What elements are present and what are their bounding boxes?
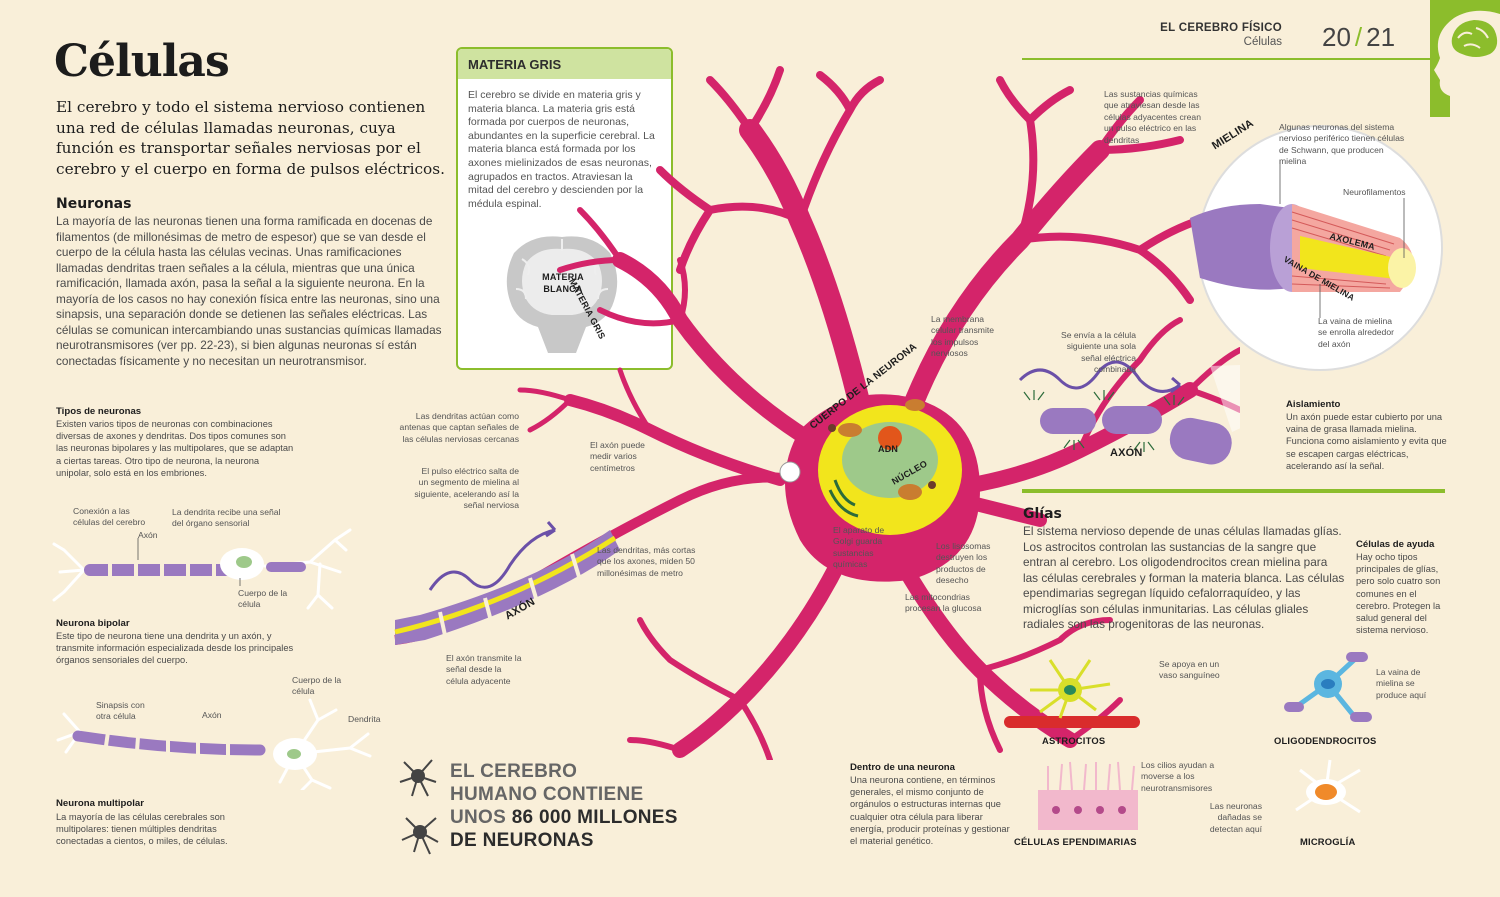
quimicas-label: Las sustancias químicas que atraviesan d… [1104,89,1201,145]
dentro-text: Una neurona contiene, en términos genera… [850,775,1010,847]
multipolar-sinapsis-label: Sinapsis con otra célula [96,700,145,722]
mitocondrias-label: Las mitocondrias procesan la glucosa [905,592,982,614]
bipolar-text: Este tipo de neurona tiene una dendrita … [56,631,294,666]
page-numbers: 20/21 [1322,22,1395,53]
multipolar-dendrita-label: Dendrita [348,714,381,724]
multipolar-neuron-diagram [56,698,372,790]
astrocitos-label: Se apoya en un vaso sanguíneo [1159,659,1220,681]
bipolar-neuron-diagram [52,528,352,610]
axon-right-label: AXÓN [1110,447,1143,459]
astrocitos-name: ASTROCITOS [1042,735,1106,746]
multipolar-axon-label: Axón [202,710,222,720]
intro-paragraph: El cerebro y todo el sistema nervioso co… [56,98,445,178]
fact-number: 86 000 MILLONES [511,807,678,828]
bipolar-conexion-label: Conexión a las células del cerebro [73,506,146,528]
oligo-name: OLIGODENDROCITOS [1274,735,1377,746]
bipolar-axon-label: Axón [138,530,158,540]
page-right: 21 [1366,22,1396,52]
dendritas-antenas-label: Las dendritas actúan como antenas que ca… [399,411,519,444]
materia-gris-box: MATERIA GRIS El cerebro se divide en mat… [456,47,673,370]
bipolar-dendrita-label: La dendrita recibe una señal del órgano … [172,507,281,529]
glias-text: El sistema nervioso depende de unas célu… [1023,524,1345,631]
header-rule [1022,58,1430,60]
multipolar-heading: Neurona multipolar [56,798,144,809]
bipolar-cuerpo-label: Cuerpo de la célula [238,588,288,610]
adn-label: ADN [878,444,899,454]
head-brain-icon [1434,10,1500,117]
multipolar-cuerpo-label: Cuerpo de la célula [292,675,342,697]
ayuda-heading: Células de ayuda [1356,539,1435,550]
aislamiento-heading: Aislamiento [1286,399,1341,410]
glias-heading: Glías [1023,506,1062,522]
lisosomas-label: Los lisosomas destruyen los productos de… [936,541,991,586]
page-title: Células [54,36,230,87]
tipos-text: Existen varios tipos de neuronas con com… [56,419,294,478]
chapter-tab [1430,0,1500,117]
schwann-label: Algunas neuronas del sistema nervioso pe… [1279,122,1405,167]
glias-divider [1022,489,1445,493]
dentro-heading: Dentro de una neurona [850,762,956,773]
axon-transmite-label: El axón transmite la señal desde la célu… [446,653,522,686]
neuron-icons [399,759,439,855]
dendritas-cortas-label: Las dendritas, más cortas que los axones… [597,545,696,578]
section-title: EL CEREBRO FÍSICO [1160,22,1282,34]
oligo-label: La vaina de mielina se produce aquí [1376,667,1427,700]
membrana-label: La membrana celular transmite los impuls… [931,314,995,359]
materia-blanca-label: MATERIA BLANCA [542,272,584,294]
multipolar-text: La mayoría de las células cerebrales son… [56,812,228,847]
neuronas-text: La mayoría de las neuronas tienen una fo… [56,214,442,368]
myelin-inset [1190,125,1443,371]
enrolla-label: La vaina de mielina se enrolla alrededor… [1318,316,1394,349]
section-subtitle: Células [1243,36,1282,48]
neuronas-heading: Neuronas [56,196,132,212]
page-left: 20 [1322,22,1351,52]
tipos-heading: Tipos de neuronas [56,406,142,417]
golgi-label: El aparato de Golgi guarda sustancias qu… [833,525,885,570]
materia-gris-heading: MATERIA GRIS [458,49,671,79]
fact-line1: EL CEREBRO [450,761,578,782]
neuron-illustration [394,66,1240,760]
bipolar-heading: Neurona bipolar [56,618,130,629]
fact-line2: HUMANO CONTIENE [450,784,644,805]
micro-label: Las neuronas dañadas se detectan aquí [1209,801,1262,834]
fact-callout: EL CEREBRO HUMANO CONTIENE UNOS 86 000 M… [450,760,678,852]
ayuda-text: Hay ocho tipos principales de glías, per… [1356,552,1441,636]
fact-line3a: UNOS [450,807,512,828]
micro-name: MICROGLÍA [1300,836,1356,847]
materia-gris-text: El cerebro se divide en materia gris y m… [468,89,655,210]
epend-name: CÉLULAS EPENDIMARIAS [1014,836,1137,847]
glia-illustrations [1004,652,1372,830]
aislamiento-text: Un axón puede estar cubierto por una vai… [1286,412,1447,471]
fact-line4: DE NEURONAS [450,830,594,851]
axon-medir-label: El axón puede medir varios centímetros [590,440,645,473]
senal-label: Se envía a la célula siguiente una sola … [1060,330,1136,375]
epend-label: Los cilios ayudan a moverse a los neurot… [1141,760,1215,793]
pulso-label: El pulso eléctrico salta de un segmento … [414,466,519,511]
neurofilamentos-label: Neurofilamentos [1343,187,1406,197]
page-separator: / [1354,22,1363,52]
